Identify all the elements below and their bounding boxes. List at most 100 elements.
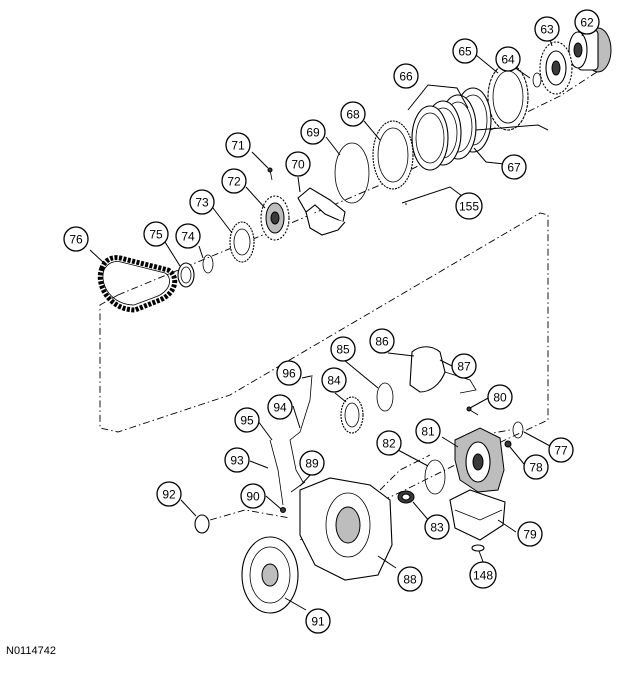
callout-label: 93 (230, 454, 244, 468)
part-72-gear (260, 195, 290, 241)
callout-circle (143, 221, 169, 247)
callout-label: 82 (382, 437, 396, 451)
callout-circle (452, 38, 478, 64)
callout-circle (393, 63, 419, 89)
part-85-snap-ring (376, 382, 394, 412)
callout-circle (175, 223, 201, 249)
callout-label: 85 (336, 343, 350, 357)
callout-label: 67 (507, 161, 521, 175)
callout-circle (240, 483, 266, 509)
parts (97, 27, 612, 614)
callout-circle (300, 119, 326, 145)
callout-label: 79 (523, 528, 537, 542)
callout-label: 95 (240, 414, 254, 428)
callout-circle (548, 437, 574, 463)
callout-label: 148 (473, 569, 493, 583)
callout-84: 84 (321, 367, 347, 393)
part-76-drive-chain (97, 255, 178, 313)
callout-label: 78 (529, 461, 543, 475)
callout-circle (276, 360, 302, 386)
callout-label: 76 (69, 233, 83, 247)
part-91-torque-converter (241, 536, 299, 614)
callout-69: 69 (300, 119, 326, 145)
part-82-o-ring (424, 459, 446, 495)
part-77-seal (512, 421, 524, 439)
callout-circle (63, 226, 89, 252)
callout-83: 83 (424, 514, 450, 540)
callout-label: 89 (305, 457, 319, 471)
callout-70: 70 (285, 151, 311, 177)
callout-label: 70 (291, 158, 305, 172)
callout-circle (376, 430, 402, 456)
part-71-pin (267, 167, 273, 181)
part-92-seal (194, 514, 210, 534)
callout-circle (455, 192, 483, 220)
callout-label: 69 (306, 126, 320, 140)
callout-circle (534, 16, 560, 42)
callout-88: 88 (397, 566, 423, 592)
part-62-clutch-drum (568, 27, 612, 73)
callout-78: 78 (523, 454, 549, 480)
callout-64: 64 (495, 46, 521, 72)
callout-label: 62 (580, 16, 594, 30)
callout-89: 89 (299, 450, 325, 476)
part-90-fitting (280, 507, 286, 513)
callout-label: 77 (554, 444, 568, 458)
callout-circle (285, 151, 311, 177)
part-81-valve-body (454, 427, 505, 493)
callout-label: 83 (430, 521, 444, 535)
callout-label: 155 (459, 200, 479, 214)
callout-148: 148 (469, 561, 497, 589)
callout-91: 91 (305, 608, 331, 634)
callout-label: 71 (231, 139, 245, 153)
callout-circle (225, 132, 251, 158)
callout-circle (330, 336, 356, 362)
callout-63: 63 (534, 16, 560, 42)
callout-81: 81 (415, 418, 441, 444)
callout-80: 80 (487, 384, 513, 410)
part-83-seal (397, 490, 415, 504)
callout-label: 84 (327, 374, 341, 388)
callout-label: 80 (493, 391, 507, 405)
callout-label: 96 (282, 367, 296, 381)
callout-label: 87 (457, 360, 471, 374)
part-70-band (297, 187, 346, 236)
part-148-washer (471, 544, 485, 552)
callout-label: 64 (501, 53, 515, 67)
callout-68: 68 (340, 101, 366, 127)
part-78-plug (504, 440, 512, 448)
part-66-clutch-pack (411, 87, 492, 171)
callout-circle (321, 367, 347, 393)
callout-77: 77 (548, 437, 574, 463)
document-id-label: N0114742 (6, 645, 56, 657)
part-73-bearing (229, 221, 255, 263)
part-65-pressure-plate (487, 63, 529, 131)
part-86-band-servo (409, 346, 477, 394)
part-63-clutch-hub (539, 41, 573, 95)
callout-label: 66 (399, 70, 413, 84)
callout-circle (224, 447, 250, 473)
callout-92: 92 (156, 481, 182, 507)
callout-circle (369, 328, 395, 354)
part-75-bearing-race (177, 262, 195, 288)
callout-circle (305, 608, 331, 634)
part-64-snap-ring (532, 72, 542, 88)
part-80-bolt (466, 406, 479, 416)
callout-circle (451, 353, 477, 379)
callout-circle (221, 168, 247, 194)
callout-circle (574, 9, 600, 35)
callout-circle (415, 418, 441, 444)
callout-87: 87 (451, 353, 477, 379)
callout-label: 81 (421, 425, 435, 439)
cooler-tubes (269, 374, 313, 506)
callout-circle (189, 189, 215, 215)
callout-circle (156, 481, 182, 507)
callout-label: 92 (162, 488, 176, 502)
callout-circle (424, 514, 450, 540)
callout-90: 90 (240, 483, 266, 509)
callout-66: 66 (393, 63, 419, 89)
callout-75: 75 (143, 221, 169, 247)
callout-72: 72 (221, 168, 247, 194)
callout-layer: 6263646566676869707172737475767778798081… (63, 9, 600, 634)
callout-circle (469, 561, 497, 589)
